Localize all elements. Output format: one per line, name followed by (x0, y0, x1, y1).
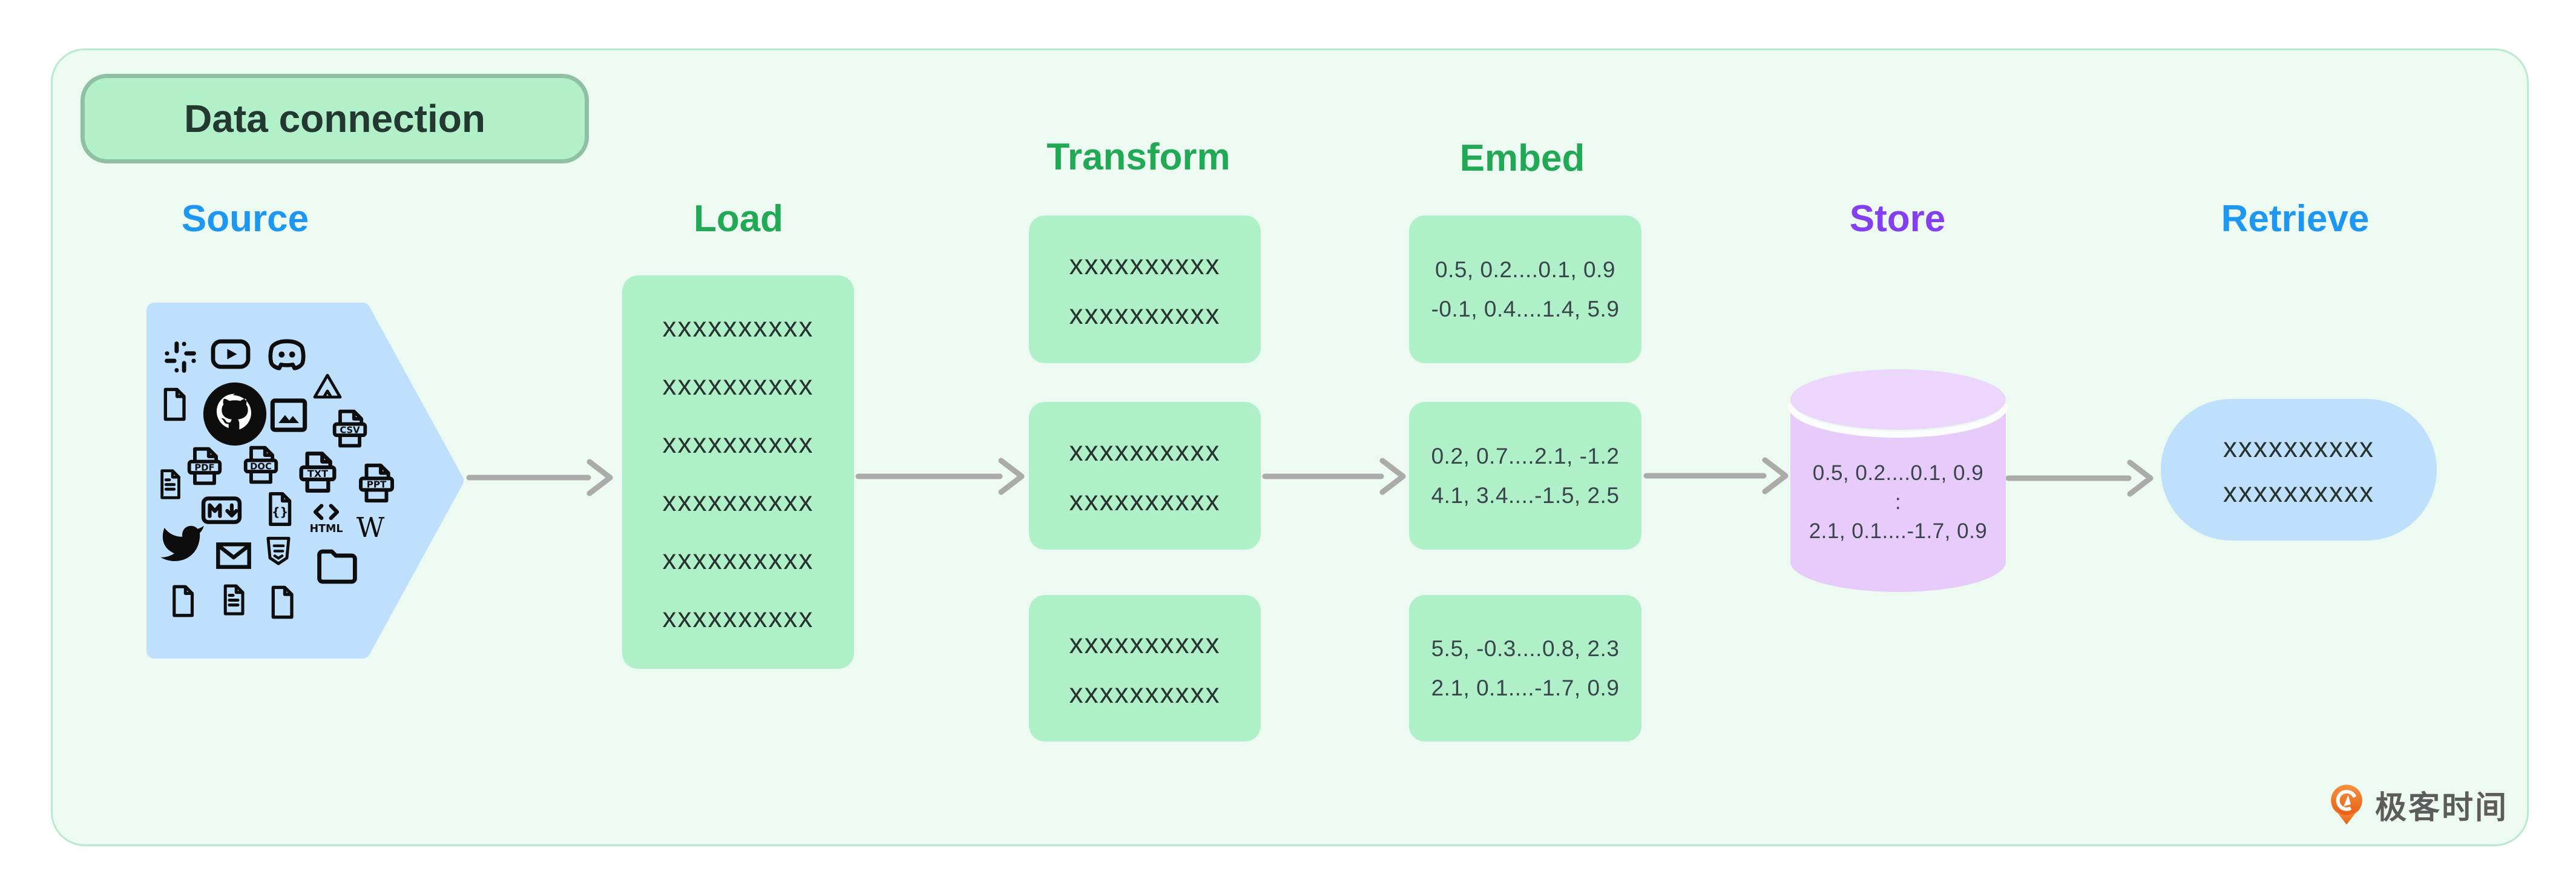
box-line: xxxxxxxxxx (662, 311, 814, 343)
transform-box-1: xxxxxxxxxx xxxxxxxxxx (1029, 215, 1261, 363)
geektime-logo-icon (2331, 784, 2362, 824)
vector-line: -0.1, 0.4....1.4, 5.9 (1431, 297, 1620, 321)
vector-line: 0.5, 0.2....0.1, 0.9 (1435, 257, 1615, 282)
vector-line: 2.1, 0.1....-1.7, 0.9 (1431, 676, 1620, 700)
vector-line: 0.5, 0.2....0.1, 0.9 (1812, 461, 1984, 485)
embed-box-1: 0.5, 0.2....0.1, 0.9 -0.1, 0.4....1.4, 5… (1409, 215, 1641, 363)
box-line: xxxxxxxxxx (662, 485, 814, 517)
geektime-logo-text: 极客时间 (2375, 791, 2509, 826)
vector-line: : (1894, 490, 1902, 514)
box-line: xxxxxxxxxx (1069, 249, 1221, 280)
database-cylinder-icon (1787, 369, 2009, 592)
box-line: xxxxxxxxxx (1069, 628, 1221, 659)
box-line: xxxxxxxxxx (2223, 432, 2374, 463)
box-line: xxxxxxxxxx (1069, 677, 1221, 709)
embed-box-2: 0.2, 0.7....2.1, -1.2 4.1, 3.4....-1.5, … (1409, 402, 1641, 550)
store-vectors: 0.5, 0.2....0.1, 0.9 : 2.1, 0.1....-1.7,… (1786, 459, 2011, 546)
box-line: xxxxxxxxxx (1069, 485, 1221, 516)
transform-box-2: xxxxxxxxxx xxxxxxxxxx (1029, 402, 1261, 550)
vector-line: 2.1, 0.1....-1.7, 0.9 (1809, 519, 1988, 543)
box-line: xxxxxxxxxx (662, 544, 814, 575)
vector-line: 0.2, 0.7....2.1, -1.2 (1431, 444, 1620, 469)
retrieve-box: xxxxxxxxxx xxxxxxxxxx (2161, 399, 2437, 541)
embed-box-3: 5.5, -0.3....0.8, 2.3 2.1, 0.1....-1.7, … (1409, 595, 1641, 741)
box-line: xxxxxxxxxx (2223, 476, 2374, 508)
vector-line: 4.1, 3.4....-1.5, 2.5 (1431, 483, 1620, 508)
box-line: xxxxxxxxxx (1069, 435, 1221, 467)
header-store: Store (1849, 198, 1946, 240)
header-load: Load (693, 198, 784, 240)
box-line: xxxxxxxxxx (662, 369, 814, 401)
header-transform: Transform (1046, 136, 1230, 178)
title-badge: Data connection (80, 74, 589, 163)
header-source: Source (181, 198, 309, 240)
geektime-logo: 极客时间 (2328, 782, 2508, 827)
box-line: xxxxxxxxxx (662, 602, 814, 633)
box-line: xxxxxxxxxx (1069, 298, 1221, 330)
box-line: xxxxxxxxxx (662, 427, 814, 459)
diagram-panel (51, 48, 2529, 846)
header-embed: Embed (1459, 137, 1585, 179)
vector-line: 5.5, -0.3....0.8, 2.3 (1431, 636, 1620, 661)
source-arrow-shape (146, 303, 464, 659)
header-retrieve: Retrieve (2221, 198, 2370, 240)
load-box: xxxxxxxxxx xxxxxxxxxx xxxxxxxxxx xxxxxxx… (622, 275, 854, 669)
transform-box-3: xxxxxxxxxx xxxxxxxxxx (1029, 595, 1261, 741)
